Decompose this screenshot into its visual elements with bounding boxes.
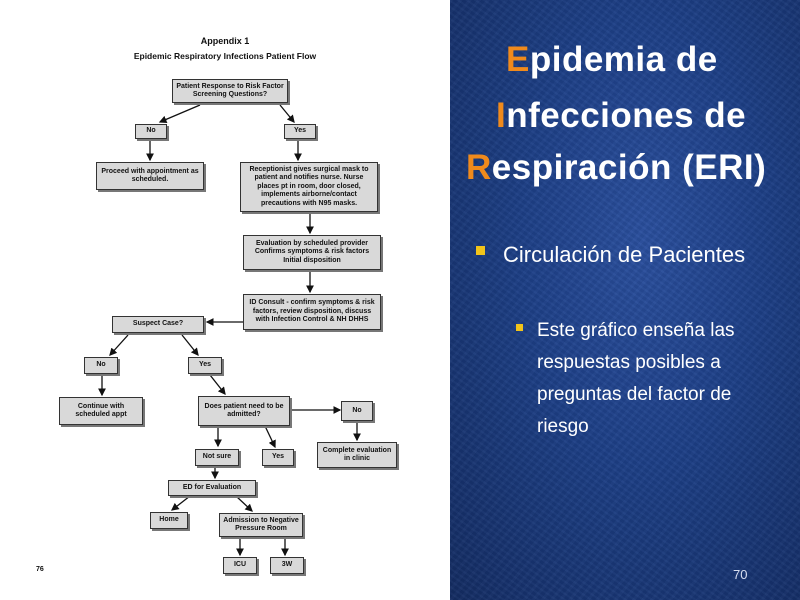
title-cap-i: I bbox=[496, 96, 507, 135]
node-yes-2: Yes bbox=[188, 357, 222, 374]
title-cap-e: E bbox=[506, 40, 530, 79]
node-evaluation: Evaluation by scheduled provider Confirm… bbox=[243, 235, 381, 270]
slide-title-line-1: Epidemia de bbox=[506, 40, 718, 80]
node-no-3: No bbox=[341, 401, 373, 421]
node-yes-1: Yes bbox=[284, 124, 316, 139]
slide-number: 70 bbox=[733, 567, 748, 582]
arrow-suspect-yes bbox=[181, 334, 199, 357]
node-suspect: Suspect Case? bbox=[112, 316, 204, 333]
flowchart-page-number: 76 bbox=[36, 566, 44, 573]
arrow-suspect-no bbox=[109, 334, 129, 356]
title-rest-2: nfecciones de bbox=[506, 96, 747, 135]
node-3w: 3W bbox=[270, 557, 304, 574]
slide-title-line-3: Respiración (ERI) bbox=[466, 148, 766, 188]
slide-bullet: Circulación de Pacientes bbox=[503, 242, 746, 267]
title-cap-r: R bbox=[466, 148, 492, 187]
node-not-sure: Not sure bbox=[195, 449, 239, 466]
slide-title-line-2: Infecciones de bbox=[496, 96, 746, 136]
node-complete: Complete evaluation in clinic bbox=[317, 442, 397, 468]
node-no-2: No bbox=[84, 357, 118, 374]
node-continue: Continue with scheduled appt bbox=[59, 397, 143, 425]
node-icu: ICU bbox=[223, 557, 257, 574]
flowchart-arrows bbox=[98, 104, 361, 557]
node-ed-evaluation: ED for Evaluation bbox=[168, 480, 256, 496]
slide-panel bbox=[450, 0, 800, 600]
arrow-admit-yes bbox=[264, 425, 276, 449]
node-home: Home bbox=[150, 512, 188, 529]
node-proceed: Proceed with appointment as scheduled. bbox=[96, 162, 204, 190]
arrow-screening-no bbox=[158, 104, 201, 124]
arrow-ed-home bbox=[170, 495, 191, 511]
slide-sub-bullet: Este gráfico enseña las respuestas posib… bbox=[537, 320, 735, 437]
node-admission: Admission to Negative Pressure Room bbox=[219, 513, 303, 537]
flowchart-heading: Appendix 1 bbox=[200, 36, 250, 46]
title-rest-3: espiración (ERI) bbox=[491, 148, 767, 187]
bullet-square-icon bbox=[476, 246, 485, 255]
arrow-yes-admit bbox=[209, 374, 226, 396]
arrow-screening-yes bbox=[279, 104, 295, 124]
sub-bullet-square-icon bbox=[516, 324, 523, 331]
node-no-1: No bbox=[135, 124, 167, 139]
node-yes-3: Yes bbox=[262, 449, 294, 466]
flowchart-subheading: Epidemic Respiratory Infections Patient … bbox=[133, 51, 317, 61]
arrow-ed-admission bbox=[235, 495, 253, 512]
node-receptionist: Receptionist gives surgical mask to pati… bbox=[240, 162, 378, 212]
node-admit-question: Does patient need to be admitted? bbox=[198, 396, 290, 426]
title-rest-1: pidemia de bbox=[529, 40, 718, 79]
node-screening: Patient Response to Risk Factor Screenin… bbox=[172, 79, 288, 103]
flowchart-page: Appendix 1 Epidemic Respiratory Infectio… bbox=[36, 36, 397, 574]
node-id-consult: ID Consult - confirm symptoms & risk fac… bbox=[243, 294, 381, 330]
